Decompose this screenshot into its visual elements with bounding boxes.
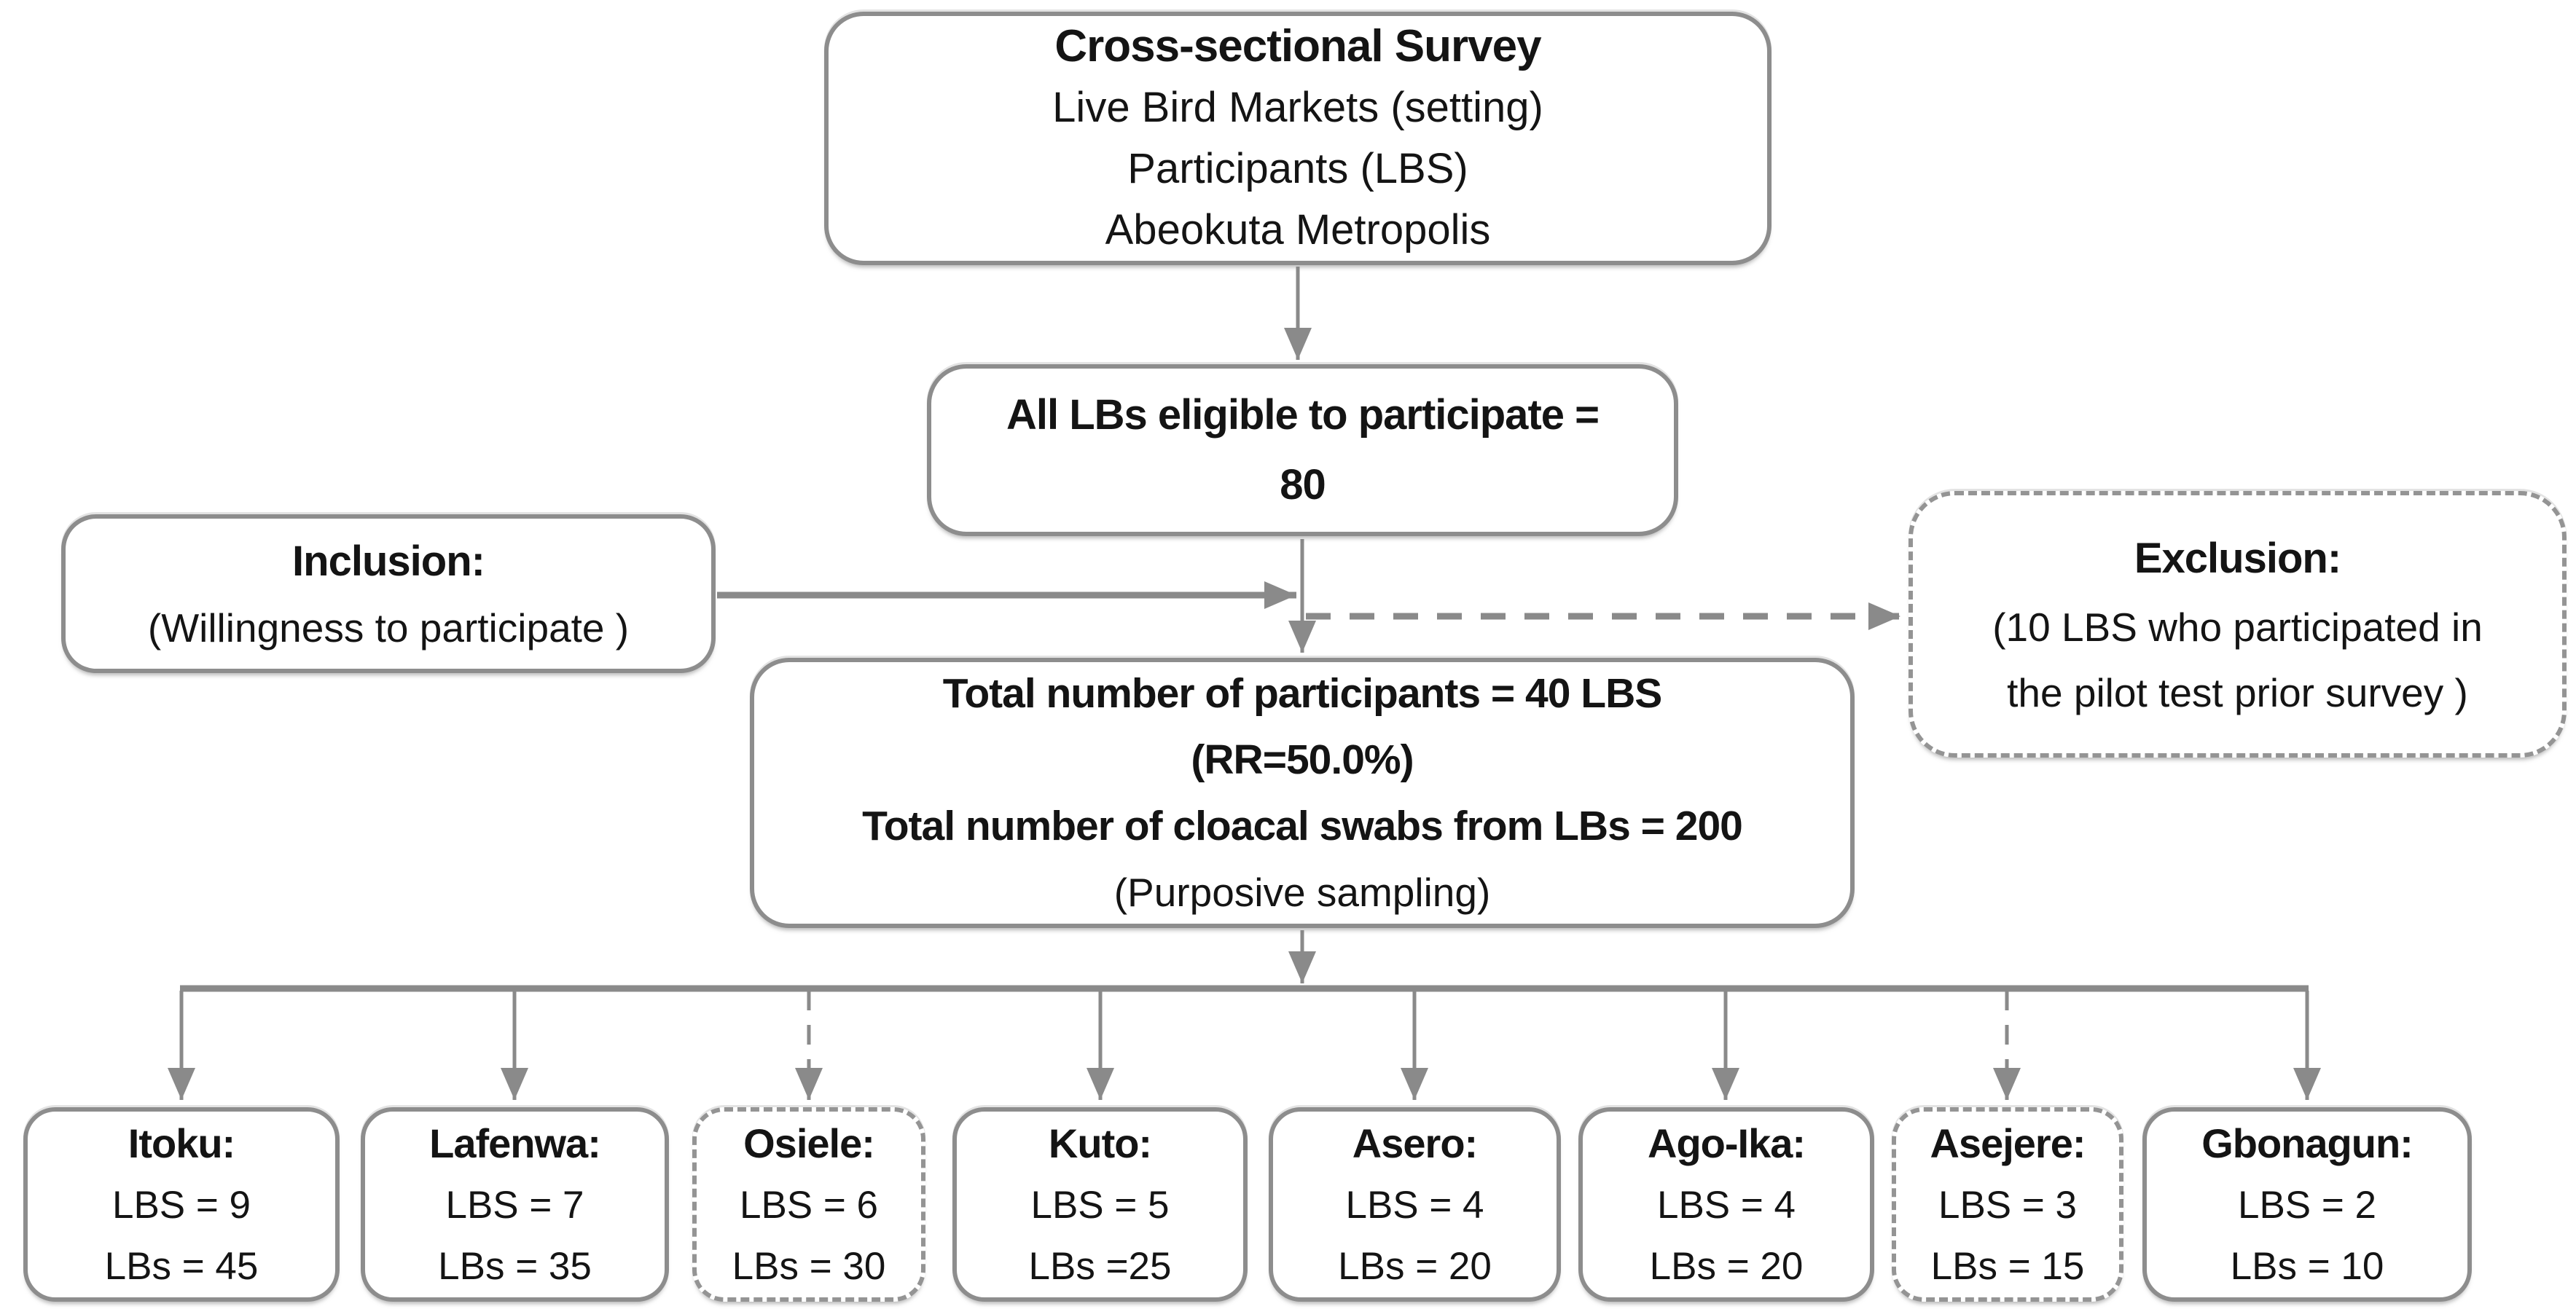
box-market-asejere: Asejere: LBS = 3 LBs = 15 (1892, 1107, 2123, 1302)
market-name: Gbonagun: (2201, 1120, 2413, 1166)
market-birds: LBs = 20 (1338, 1244, 1492, 1288)
market-lbs: LBS = 6 (739, 1183, 879, 1227)
box-eligible: All LBs eligible to participate = 80 (927, 364, 1678, 536)
box-exclusion: Exclusion: (10 LBS who participated in t… (1908, 491, 2567, 758)
survey-title: Cross-sectional Survey (1054, 21, 1541, 71)
market-lbs: LBS = 3 (1938, 1183, 2078, 1227)
box-total-participants: Total number of participants = 40 LBS (R… (750, 658, 1855, 928)
box-inclusion: Inclusion: (Willingness to participate ) (61, 514, 716, 673)
exclusion-title: Exclusion: (2134, 535, 2341, 582)
total-line-rr: (RR=50.0%) (1191, 736, 1414, 783)
box-market-ago-ika: Ago-Ika: LBS = 4 LBs = 20 (1578, 1107, 1874, 1302)
total-line-participants: Total number of participants = 40 LBS (942, 669, 1663, 717)
market-birds: LBs = 10 (2230, 1244, 2384, 1288)
box-market-osiele: Osiele: LBS = 6 LBs = 30 (692, 1107, 925, 1302)
market-lbs: LBS = 4 (1345, 1183, 1484, 1227)
market-lbs: LBS = 5 (1030, 1183, 1170, 1227)
market-name: Lafenwa: (429, 1120, 601, 1166)
market-lbs: LBS = 9 (111, 1183, 251, 1227)
inclusion-title: Inclusion: (292, 538, 485, 585)
survey-line-location: Abeokuta Metropolis (1105, 206, 1491, 253)
market-lbs: LBS = 2 (2237, 1183, 2377, 1227)
box-market-kuto: Kuto: LBS = 5 LBs =25 (952, 1107, 1248, 1302)
market-name: Ago-Ika: (1648, 1120, 1806, 1166)
box-market-asero: Asero: LBS = 4 LBs = 20 (1269, 1107, 1561, 1302)
market-birds: LBs = 35 (438, 1244, 592, 1288)
market-lbs: LBS = 7 (445, 1183, 584, 1227)
box-cross-sectional-survey: Cross-sectional Survey Live Bird Markets… (824, 12, 1772, 265)
total-line-swabs: Total number of cloacal swabs from LBs =… (862, 802, 1743, 849)
box-market-gbonagun: Gbonagun: LBS = 2 LBs = 10 (2142, 1107, 2472, 1302)
eligible-line-1: All LBs eligible to participate = (1006, 391, 1600, 439)
market-birds: LBs = 45 (104, 1244, 259, 1288)
box-market-itoku: Itoku: LBS = 9 LBs = 45 (23, 1107, 340, 1302)
survey-line-setting: Live Bird Markets (setting) (1052, 84, 1543, 131)
market-name: Asejere: (1930, 1120, 2086, 1166)
market-birds: LBs = 20 (1649, 1244, 1804, 1288)
market-birds: LBs = 30 (732, 1244, 886, 1288)
market-birds: LBs =25 (1028, 1244, 1172, 1288)
market-name: Itoku: (128, 1120, 235, 1166)
market-name: Asero: (1352, 1120, 1478, 1166)
market-name: Osiele: (743, 1120, 875, 1166)
market-birds: LBs = 15 (1930, 1244, 2085, 1288)
total-line-sampling: (Purposive sampling) (1113, 869, 1491, 915)
exclusion-detail-line-2: the pilot test prior survey ) (2007, 670, 2468, 715)
market-name: Kuto: (1048, 1120, 1152, 1166)
eligible-line-2: 80 (1280, 461, 1326, 508)
exclusion-detail-line-1: (10 LBS who participated in (1992, 605, 2483, 650)
market-lbs: LBS = 4 (1656, 1183, 1796, 1227)
survey-line-participants: Participants (LBS) (1127, 145, 1468, 192)
inclusion-detail: (Willingness to participate ) (147, 605, 630, 650)
box-market-lafenwa: Lafenwa: LBS = 7 LBs = 35 (361, 1107, 669, 1302)
